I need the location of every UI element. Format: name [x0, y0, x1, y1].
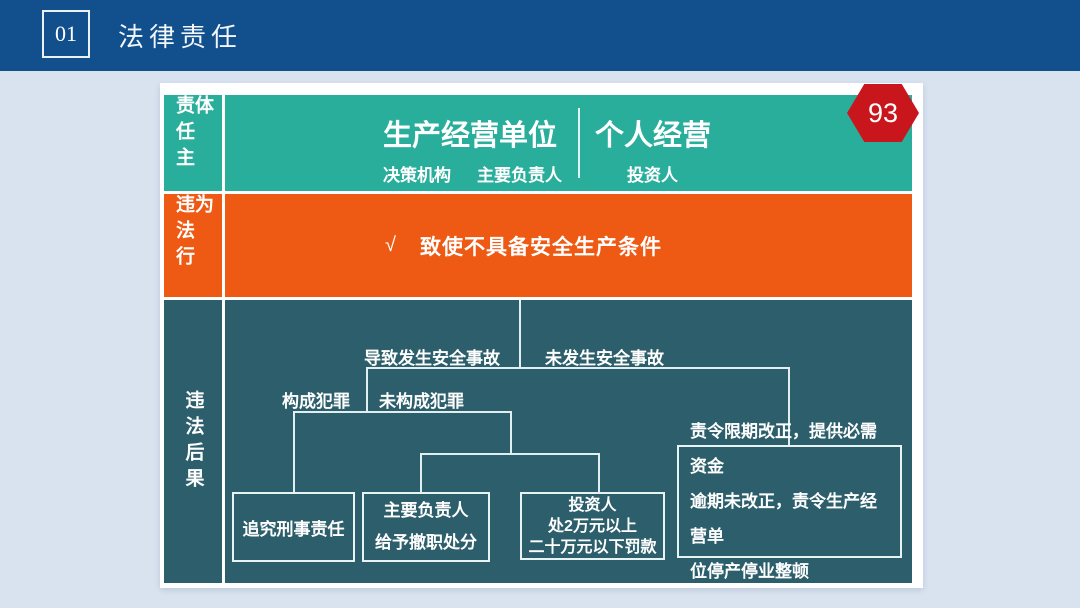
slide-header-bar: 01 法律责任: [0, 0, 1080, 71]
outcome-principal-line1: 主要负责人: [383, 501, 469, 520]
flow-principal-vline: [420, 453, 422, 492]
outcome-order-line2: 逾期未改正，责令生产经营单: [690, 492, 877, 546]
row-label-behavior-cell: 违法行为: [164, 194, 222, 297]
branch-label-accident: 导致发生安全事故: [364, 349, 500, 368]
row-label-subject: 责任主体: [173, 95, 213, 173]
row-label-consequence: 违法后果: [182, 389, 204, 494]
outcome-box-criminal: 追究刑事责任: [232, 492, 355, 562]
branch-label-no-crime: 未构成犯罪: [379, 392, 464, 411]
slide-canvas: 责任主体 违法行为 违法后果 生产经营单位 个人经营 决策机构 主要负责人 投资…: [160, 83, 923, 588]
outcome-box-investor: 投资人 处2万元以上 二十万元以下罚款: [520, 492, 665, 560]
subject-personal-title: 个人经营: [595, 120, 712, 152]
check-mark-icon: √: [385, 234, 396, 256]
subjects-row: 生产经营单位 个人经营 决策机构 主要负责人 投资人: [225, 95, 912, 191]
section-number-box: 01: [42, 10, 90, 58]
outcome-box-principal: 主要负责人 给予撤职处分: [362, 492, 490, 562]
flow-investor-vline: [598, 453, 600, 492]
outcome-investor-line1: 投资人: [568, 496, 617, 514]
subject-org-sub1: 决策机构: [383, 166, 451, 185]
flow-level3-hline: [420, 453, 600, 455]
outcome-principal-line2: 给予撤职处分: [375, 533, 477, 552]
branch-label-crime: 构成犯罪: [282, 392, 350, 411]
row-label-behavior: 违法行为: [173, 194, 213, 272]
flow-no-crime-vline: [510, 411, 512, 453]
behavior-item: √ 致使不具备安全生产条件: [225, 194, 912, 297]
subject-personal-sub: 投资人: [627, 166, 678, 185]
subject-org-sub2: 主要负责人: [477, 166, 562, 185]
consequence-flowchart: 导致发生安全事故 未发生安全事故 构成犯罪 未构成犯罪 追究刑事责任 主要负责人…: [225, 300, 912, 583]
row-label-subject-cell: 责任主体: [164, 95, 222, 191]
page-number-badge: 93: [847, 84, 919, 142]
subject-org-title: 生产经营单位: [383, 120, 558, 152]
flow-level1-hline: [366, 367, 790, 369]
section-title: 法律责任: [118, 23, 243, 52]
branch-label-no-accident: 未发生安全事故: [545, 349, 664, 368]
flow-level2-hline: [293, 411, 512, 413]
outcome-order-line3: 位停产停业整顿: [690, 562, 809, 581]
outcome-order-line1: 责令限期改正，提供必需资金: [690, 422, 877, 476]
outcome-investor-line2: 处2万元以上: [548, 517, 637, 535]
flow-root-stem-line: [519, 300, 521, 367]
flow-no-accident-vline: [788, 367, 790, 445]
section-number: 01: [55, 21, 77, 46]
flow-accident-vline: [366, 367, 368, 413]
page-number: 93: [867, 97, 899, 128]
outcome-investor-line3: 二十万元以下罚款: [528, 538, 657, 556]
flow-crime-vline: [293, 411, 295, 492]
row-label-consequence-cell: 违法后果: [164, 300, 222, 583]
outcome-box-order: 责令限期改正，提供必需资金 逾期未改正，责令生产经营单 位停产停业整顿: [677, 422, 902, 581]
outcome-criminal-text: 追究刑事责任: [242, 519, 345, 539]
subject-divider: [578, 108, 580, 178]
behavior-row: √ 致使不具备安全生产条件: [225, 194, 912, 297]
behavior-text: 致使不具备安全生产条件: [419, 235, 662, 259]
